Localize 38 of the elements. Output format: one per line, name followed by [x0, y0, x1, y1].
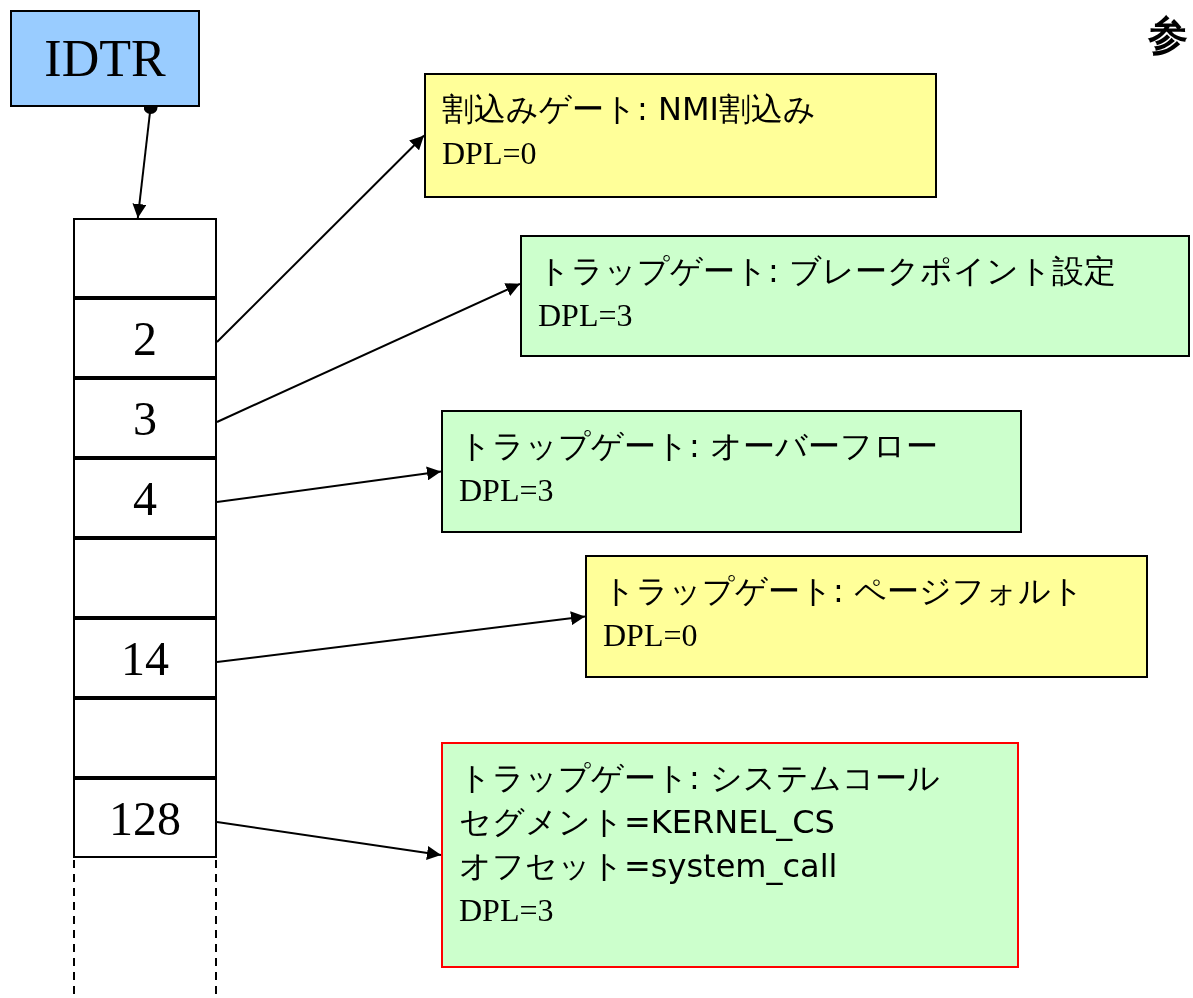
gate-field-text: セグメント=KERNEL_CS [459, 802, 836, 843]
gate-heading: 割込みゲート: NMI割込み [442, 89, 817, 130]
gate-heading: トラップゲート: システムコール [459, 758, 941, 799]
gate-field-text: DPL=3 [459, 891, 555, 930]
register-box [10, 10, 200, 107]
arrow [216, 282, 521, 423]
gate-heading: トラップゲート: ページフォルト [603, 571, 1085, 612]
gate-heading: トラップゲート: オーバーフロー [459, 426, 939, 467]
vector-number: 2 [133, 310, 157, 366]
empty-table-cell [73, 218, 217, 298]
gate-descriptor-box [441, 410, 1022, 533]
arrow [216, 821, 442, 860]
vector-number: 14 [121, 630, 169, 686]
empty-table-cell [73, 698, 217, 778]
gate-field-text: DPL=3 [538, 296, 634, 335]
gate-field-text: DPL=0 [603, 616, 699, 655]
gate-descriptor-box [585, 555, 1148, 678]
empty-table-cell [73, 538, 217, 618]
table-cell [73, 458, 217, 538]
vector-number: 128 [109, 790, 181, 846]
table-cell [73, 618, 217, 698]
vector-number: 3 [133, 390, 157, 446]
arrow [216, 134, 425, 343]
gate-descriptor-box [424, 73, 937, 198]
gate-field-text: DPL=3 [459, 471, 555, 510]
arrow [216, 611, 586, 663]
gate-field-text: DPL=0 [442, 134, 538, 173]
table-cell [73, 778, 217, 858]
gate-field-text: オフセット=system_call [459, 846, 839, 887]
arrow [216, 466, 442, 503]
gate-heading: トラップゲート: ブレークポイント設定 [538, 251, 1117, 292]
heading-text: 参 [1148, 11, 1188, 60]
table-cell [73, 298, 217, 378]
register-name: IDTR [44, 29, 166, 88]
table-cell [73, 378, 217, 458]
gate-descriptor-box [441, 742, 1019, 968]
gate-descriptor-box [520, 235, 1190, 357]
vector-number: 4 [133, 470, 157, 526]
